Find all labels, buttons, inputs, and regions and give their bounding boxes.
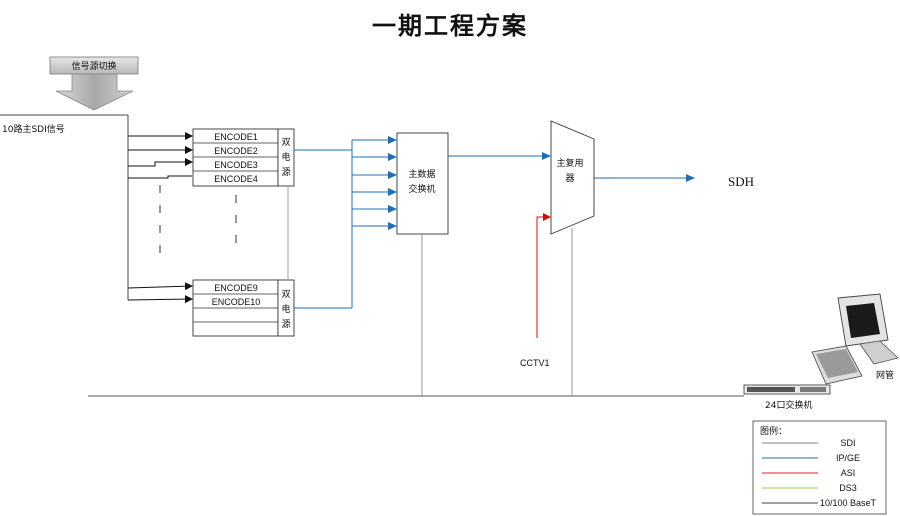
ip-links [294, 136, 695, 309]
encoder-label: ENCODE3 [214, 160, 258, 170]
encoder-group-bottom: ENCODE9 ENCODE10 双 电 源 [192, 279, 295, 337]
legend-label: DS3 [839, 483, 857, 493]
input-label: 10路主SDI信号 [2, 123, 65, 135]
legend-label: IP/GE [836, 453, 860, 463]
nms-label: 网管 [876, 369, 894, 381]
legend-label: SDI [840, 438, 855, 448]
dual-power-char: 双 [281, 289, 290, 300]
lan-switch-icon [743, 384, 831, 395]
encoder-label: ENCODE2 [214, 146, 258, 156]
encoder-label: ENCODE4 [214, 174, 258, 184]
encoder-label: ENCODE10 [212, 297, 261, 307]
dual-power-char: 电 [281, 303, 290, 315]
down-arrow-icon [55, 73, 134, 111]
computer-icon [811, 293, 899, 385]
legend-label: 10/100 BaseT [820, 498, 877, 508]
main-data-switch: 主数据 交换机 [396, 132, 449, 235]
dual-power-char: 电 [281, 151, 290, 163]
diagram-title: 一期工程方案 [372, 11, 528, 40]
sdh-label: SDH [728, 174, 754, 189]
legend-label: ASI [841, 468, 856, 478]
mux-label: 器 [565, 173, 574, 184]
main-multiplexer: 主复用 器 [550, 120, 595, 235]
lan-switch-label: 24口交换机 [765, 399, 812, 411]
legend-title: 图例： [760, 425, 787, 437]
asi-link [536, 213, 551, 338]
main-switch-label: 主数据 [408, 168, 435, 180]
main-switch-label: 交换机 [408, 183, 435, 195]
dual-power-char: 源 [281, 167, 290, 178]
encoder-label: ENCODE9 [214, 283, 258, 293]
dual-power-char: 双 [281, 137, 290, 148]
dual-power-block [277, 128, 295, 187]
encoder-group-top: ENCODE1 ENCODE2 ENCODE3 ENCODE4 双 电 源 [192, 128, 295, 187]
dual-power-char: 源 [281, 319, 290, 330]
legend: 图例： SDI IP/GE ASI DS3 10/100 BaseT [752, 420, 887, 515]
encoder-label: ENCODE1 [214, 132, 258, 142]
signal-switch-label: 信号源切换 [71, 60, 116, 72]
signal-switch-block: 信号源切换 [49, 56, 139, 111]
mux-label: 主复用 [556, 157, 583, 169]
cctv-label: CCTV1 [520, 358, 550, 368]
